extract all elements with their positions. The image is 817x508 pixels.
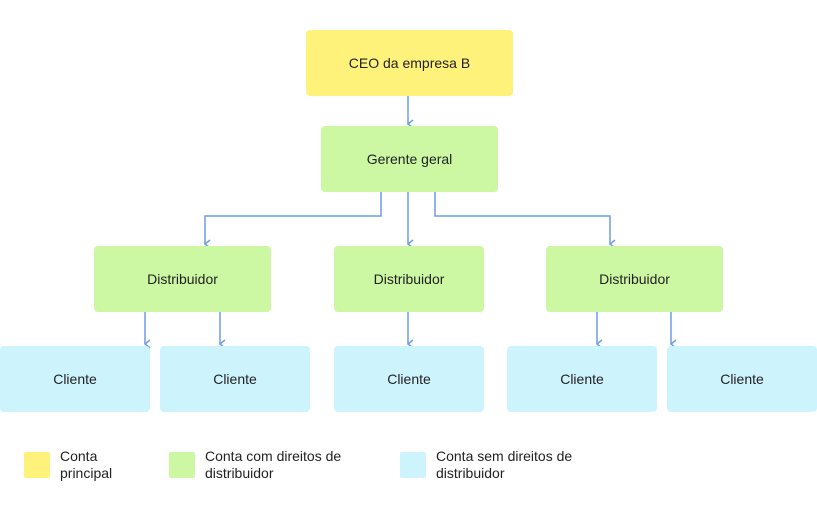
edge-manager-distributor-left bbox=[203, 192, 382, 249]
node-ceo-label: CEO da empresa B bbox=[348, 55, 471, 71]
node-client-4: Cliente bbox=[507, 346, 657, 412]
node-distributor-center: Distribuidor bbox=[334, 246, 484, 312]
node-distributor-left-label: Distribuidor bbox=[147, 271, 218, 287]
legend-swatch-distributor-account bbox=[169, 452, 195, 478]
node-distributor-right-label: Distribuidor bbox=[599, 271, 670, 287]
node-client-2: Cliente bbox=[160, 346, 310, 412]
node-client-5-label: Cliente bbox=[720, 371, 764, 387]
legend-swatch-main-account bbox=[24, 452, 50, 478]
node-general-manager: Gerente geral bbox=[321, 126, 498, 192]
node-distributor-center-label: Distribuidor bbox=[373, 271, 445, 287]
legend-label-no-distributor-account: Conta sem direitos de distribuidor bbox=[436, 448, 573, 481]
legend-label-distributor-account: Conta com direitos de distribuidor bbox=[205, 448, 342, 481]
node-client-3-label: Cliente bbox=[387, 371, 431, 387]
node-general-manager-label: Gerente geral bbox=[366, 151, 453, 167]
node-client-3: Cliente bbox=[334, 346, 484, 412]
node-ceo: CEO da empresa B bbox=[306, 30, 513, 96]
legend-swatch-no-distributor-account bbox=[400, 452, 426, 478]
node-client-4-label: Cliente bbox=[560, 371, 604, 387]
node-client-5: Cliente bbox=[667, 346, 817, 412]
node-client-1: Cliente bbox=[0, 346, 150, 412]
node-distributor-left: Distribuidor bbox=[94, 246, 271, 312]
legend-label-main-account: Conta principal bbox=[60, 448, 113, 481]
node-client-1-label: Cliente bbox=[53, 371, 97, 387]
node-client-2-label: Cliente bbox=[213, 371, 257, 387]
node-distributor-right: Distribuidor bbox=[546, 246, 723, 312]
edge-manager-distributor-right bbox=[434, 192, 616, 249]
